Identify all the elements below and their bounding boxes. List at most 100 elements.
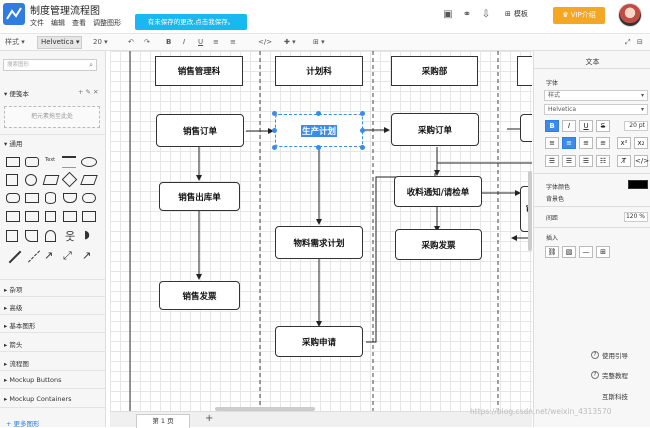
undo-icon[interactable]: ↶ — [128, 38, 134, 46]
download-icon[interactable]: ⇩ — [481, 9, 491, 20]
italic-toggle[interactable]: I — [562, 120, 576, 132]
resize-handle[interactable] — [316, 111, 321, 116]
general-section-title[interactable]: ▾ 通用 — [4, 140, 23, 148]
resize-handle[interactable] — [272, 145, 277, 150]
add-page-button[interactable]: + — [205, 413, 214, 424]
font-size-dropdown[interactable]: 20 ▾ — [93, 38, 108, 46]
lane-header-purchasing[interactable]: 采购部 — [391, 56, 478, 86]
bold-toggle[interactable]: B — [545, 120, 559, 132]
thick-arrow-shape[interactable]: ↗ — [82, 249, 92, 262]
unsaved-changes-banner[interactable]: 有未保存的更改,点击我保存。 — [135, 14, 247, 30]
insert-table-icon[interactable]: ⊞ — [596, 246, 610, 258]
underline-toggle[interactable]: U — [579, 120, 593, 132]
terminator-shape[interactable] — [82, 193, 96, 203]
square-shape[interactable] — [6, 174, 18, 186]
double-arrow-shape[interactable]: ⤢ — [63, 249, 72, 262]
category-arrows[interactable]: ▸ 箭头 — [4, 341, 23, 349]
resize-handle[interactable] — [316, 145, 321, 150]
text-shape[interactable]: Text — [45, 157, 56, 163]
align-right-icon[interactable]: ≡ — [579, 137, 593, 149]
company-link[interactable]: 互斯科技 — [602, 391, 628, 401]
internal-storage-shape[interactable] — [6, 211, 20, 222]
page-tab-1[interactable]: 第 1 页 — [136, 414, 190, 428]
redo-icon[interactable]: ↷ — [144, 38, 150, 46]
code-button[interactable]: </> — [258, 38, 273, 46]
half-circle-shape[interactable] — [45, 230, 56, 242]
menu-arrange[interactable]: 调整图形 — [93, 19, 121, 27]
note-shape[interactable] — [45, 211, 56, 222]
parallelogram-shape[interactable] — [42, 175, 60, 185]
card-shape[interactable] — [63, 211, 77, 222]
dashed-line-shape[interactable] — [27, 250, 41, 263]
align-left-icon[interactable]: ≡ — [545, 137, 559, 149]
image-icon[interactable]: ▣ — [443, 9, 453, 20]
font-size-field[interactable]: 20 pt — [624, 121, 648, 131]
lane-header-sales[interactable]: 销售管理科 — [155, 56, 243, 86]
resize-handle[interactable] — [272, 128, 277, 133]
menu-view[interactable]: 查看 — [72, 19, 86, 27]
process-shape[interactable] — [25, 193, 39, 203]
line-shape[interactable] — [8, 250, 22, 264]
underline-button[interactable]: U — [198, 38, 204, 46]
align-left-icon[interactable]: ≡ — [213, 38, 219, 46]
align-center-icon[interactable]: ≡ — [562, 137, 576, 149]
more-shapes-button[interactable]: + 更多图形 — [6, 420, 40, 428]
category-flowchart[interactable]: ▸ 流程图 — [4, 360, 29, 368]
node-partial-right[interactable] — [520, 114, 532, 142]
document-shape[interactable] — [63, 193, 77, 203]
node-receipt-notice[interactable]: 收料通知/请检单 — [394, 176, 482, 207]
insert-link-icon[interactable]: ⛓ — [545, 246, 559, 258]
resize-handle[interactable] — [360, 145, 365, 150]
node-material-requirements[interactable]: 物料需求计划 — [275, 226, 363, 259]
resize-handle[interactable] — [360, 111, 365, 116]
strikethrough-toggle[interactable]: S — [596, 120, 610, 132]
html-icon[interactable]: </> — [634, 155, 650, 167]
vertical-scrollbar[interactable] — [528, 171, 532, 251]
rounded-rect-shape[interactable] — [25, 157, 39, 167]
align-bottom-icon[interactable]: ☰ — [579, 155, 593, 167]
style-select[interactable]: 样式▾ — [544, 90, 648, 101]
category-basic[interactable]: ▸ 基本图形 — [4, 322, 36, 330]
menu-edit[interactable]: 编辑 — [51, 19, 65, 27]
diamond-shape[interactable] — [61, 171, 78, 188]
circle-shape[interactable] — [25, 174, 37, 186]
insert-image-icon[interactable]: ▧ — [562, 246, 576, 258]
share-icon[interactable]: ⚭ — [462, 9, 472, 20]
font-family-select[interactable]: Helvetica ▾ — [37, 36, 82, 49]
spacing-field[interactable]: 120 % — [624, 212, 648, 222]
bold-button[interactable]: B — [166, 38, 172, 46]
clear-format-icon[interactable]: T̸ — [617, 155, 631, 167]
align-middle-icon[interactable]: ☰ — [562, 155, 576, 167]
node-purchase-order[interactable]: 采购订单 — [391, 113, 479, 146]
tutorial-link[interactable]: ? 完整教程 — [591, 370, 628, 380]
guide-link[interactable]: ? 使用引导 — [591, 350, 628, 360]
actor-shape[interactable]: 웃 — [65, 230, 76, 243]
panel-tab-text[interactable]: 文本 — [585, 58, 600, 66]
node-production-plan[interactable]: 生产计划 — [275, 114, 363, 147]
category-advanced[interactable]: ▸ 高级 — [4, 304, 23, 312]
lane-header-planning[interactable]: 计划科 — [275, 56, 363, 86]
rectangle-shape[interactable] — [6, 157, 20, 167]
node-purchase-invoice[interactable]: 采购发票 — [395, 229, 482, 260]
vip-button[interactable]: ♛ VIP介绍 — [553, 7, 605, 24]
insert-hr-icon[interactable]: — — [579, 246, 593, 258]
align-center-icon[interactable]: ≡ — [230, 38, 236, 46]
scratchpad-title[interactable]: ▾ 便笺本 — [4, 90, 29, 98]
align-top-icon[interactable]: ☰ — [545, 155, 559, 167]
style-dropdown[interactable]: 样式 ▾ — [5, 38, 25, 46]
fit-icon[interactable]: ⤢ — [625, 38, 631, 46]
lane-header-partial[interactable] — [517, 56, 532, 86]
template-button[interactable]: ⊞ 模板 — [505, 9, 528, 19]
or-shape[interactable]: ◗ — [84, 228, 90, 241]
font-select[interactable]: Helvetica▾ — [544, 104, 648, 115]
scratchpad-actions-icon[interactable]: + ✎ ✕ — [78, 88, 99, 96]
ellipse-shape[interactable] — [81, 157, 97, 167]
list-icon[interactable]: ☷ — [596, 155, 610, 167]
cylinder-shape[interactable] — [45, 192, 56, 204]
font-color-swatch[interactable] — [628, 180, 648, 189]
production-plan-label[interactable]: 生产计划 — [300, 124, 337, 137]
hexagon-shape[interactable] — [6, 193, 20, 203]
superscript-icon[interactable]: x² — [617, 137, 631, 149]
horizontal-scrollbar[interactable] — [215, 407, 315, 411]
search-input[interactable]: 搜索图形 ⌕ — [3, 59, 97, 71]
